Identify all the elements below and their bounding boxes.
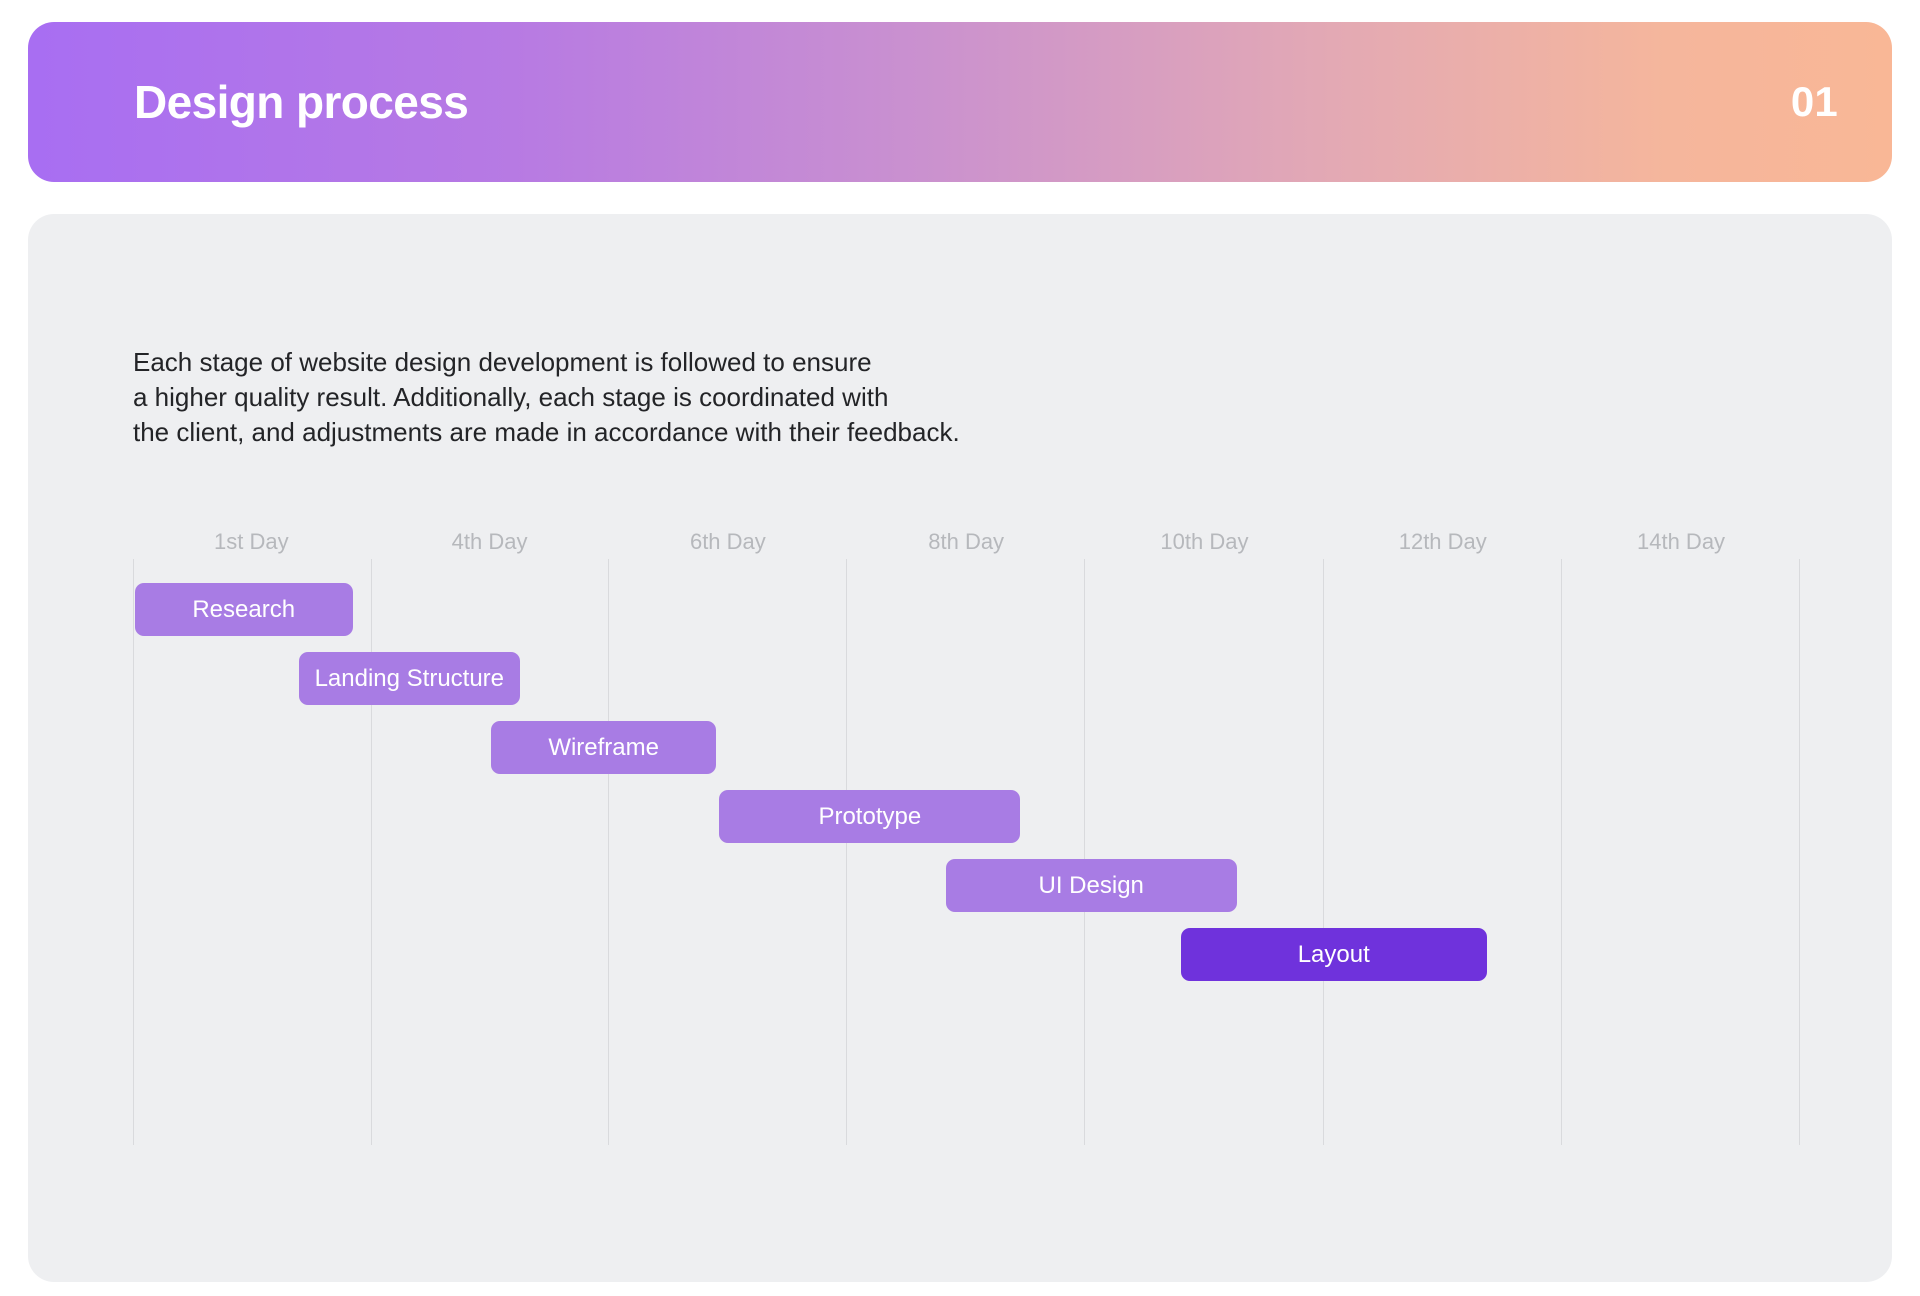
gantt-chart: 1st Day 4th Day 6th Day 8th Day 10th Day 12th… [133, 531, 1823, 1145]
gantt-bar-label: Prototype [818, 802, 922, 830]
gantt-gridline [1322, 559, 1324, 1145]
gantt-gridline [607, 559, 609, 1145]
header-banner: Design process 01 [28, 22, 1892, 182]
gantt-bar-label: Landing Structure [314, 664, 505, 692]
page-title: Design process [134, 76, 469, 128]
gantt-bar-label: Wireframe [548, 733, 659, 761]
gantt-bar[interactable]: Landing Structure [298, 652, 520, 705]
gantt-gridline [846, 559, 848, 1145]
gantt-day-label: 12th Day [1398, 529, 1487, 554]
gantt-gridline [1799, 559, 1801, 1145]
gantt-day-label: 4th Day [451, 529, 528, 554]
slide-number: 01 [1790, 78, 1838, 125]
content-card: Each stage of website design development… [28, 214, 1892, 1282]
intro-paragraph: Each stage of website design development… [133, 347, 960, 447]
gantt-bar-label: UI Design [1038, 871, 1144, 899]
gantt-gridline [1561, 559, 1563, 1145]
gantt-bar[interactable]: UI Design [945, 859, 1237, 912]
gantt-day-label: 1st Day [214, 529, 289, 554]
gantt-bar[interactable]: Prototype [719, 790, 1021, 843]
gantt-gridline [1084, 559, 1086, 1145]
gantt-bar[interactable]: Layout [1180, 928, 1487, 981]
gantt-gridline [371, 559, 373, 1145]
gantt-gridline [133, 559, 134, 1145]
gantt-day-label: 6th Day [689, 529, 766, 554]
gantt-day-label: 8th Day [928, 529, 1005, 554]
gantt-bar[interactable]: Wireframe [491, 721, 717, 774]
gantt-day-label: 14th Day [1637, 529, 1726, 554]
gantt-day-label: 10th Day [1160, 529, 1249, 554]
gantt-bar-label: Layout [1297, 940, 1370, 968]
gantt-axis: 1st Day 4th Day 6th Day 8th Day 10th Day 12th… [133, 531, 1823, 1145]
gantt-bar[interactable]: Research [134, 583, 353, 636]
gantt-bar-label: Research [192, 595, 296, 623]
